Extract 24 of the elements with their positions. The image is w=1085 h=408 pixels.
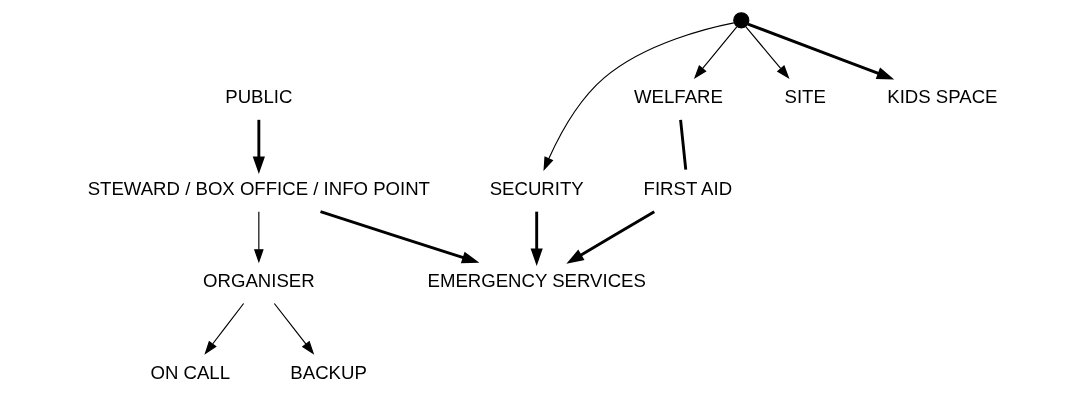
node-text: BACKUP: [290, 361, 367, 383]
node-circle: [733, 12, 750, 29]
arrow: [253, 211, 264, 264]
arrow: [252, 119, 265, 175]
arrow: [747, 22, 895, 80]
node-text: STEWARD / BOX OFFICE / INFO POINT: [87, 178, 430, 200]
node-text: ON CALL: [150, 361, 231, 383]
arrow: [745, 26, 790, 79]
node-text: FIRST AID: [643, 178, 733, 200]
node-text: SITE: [784, 86, 826, 108]
arrow: [273, 302, 315, 355]
node-text: EMERGENCY SERVICES: [427, 269, 646, 291]
node-text: WELFARE: [634, 86, 723, 108]
arrow: [320, 210, 480, 264]
node-text: SECURITY: [489, 178, 584, 200]
arrow: [693, 26, 738, 79]
node-text: KIDS SPACE: [887, 86, 998, 108]
node-text: PUBLIC: [225, 86, 293, 108]
arrow: [204, 302, 245, 355]
arrow: [530, 211, 543, 266]
arrow: [543, 22, 735, 172]
connector: [679, 119, 688, 170]
node-text: ORGANISER: [203, 269, 315, 291]
arrow: [566, 210, 655, 264]
